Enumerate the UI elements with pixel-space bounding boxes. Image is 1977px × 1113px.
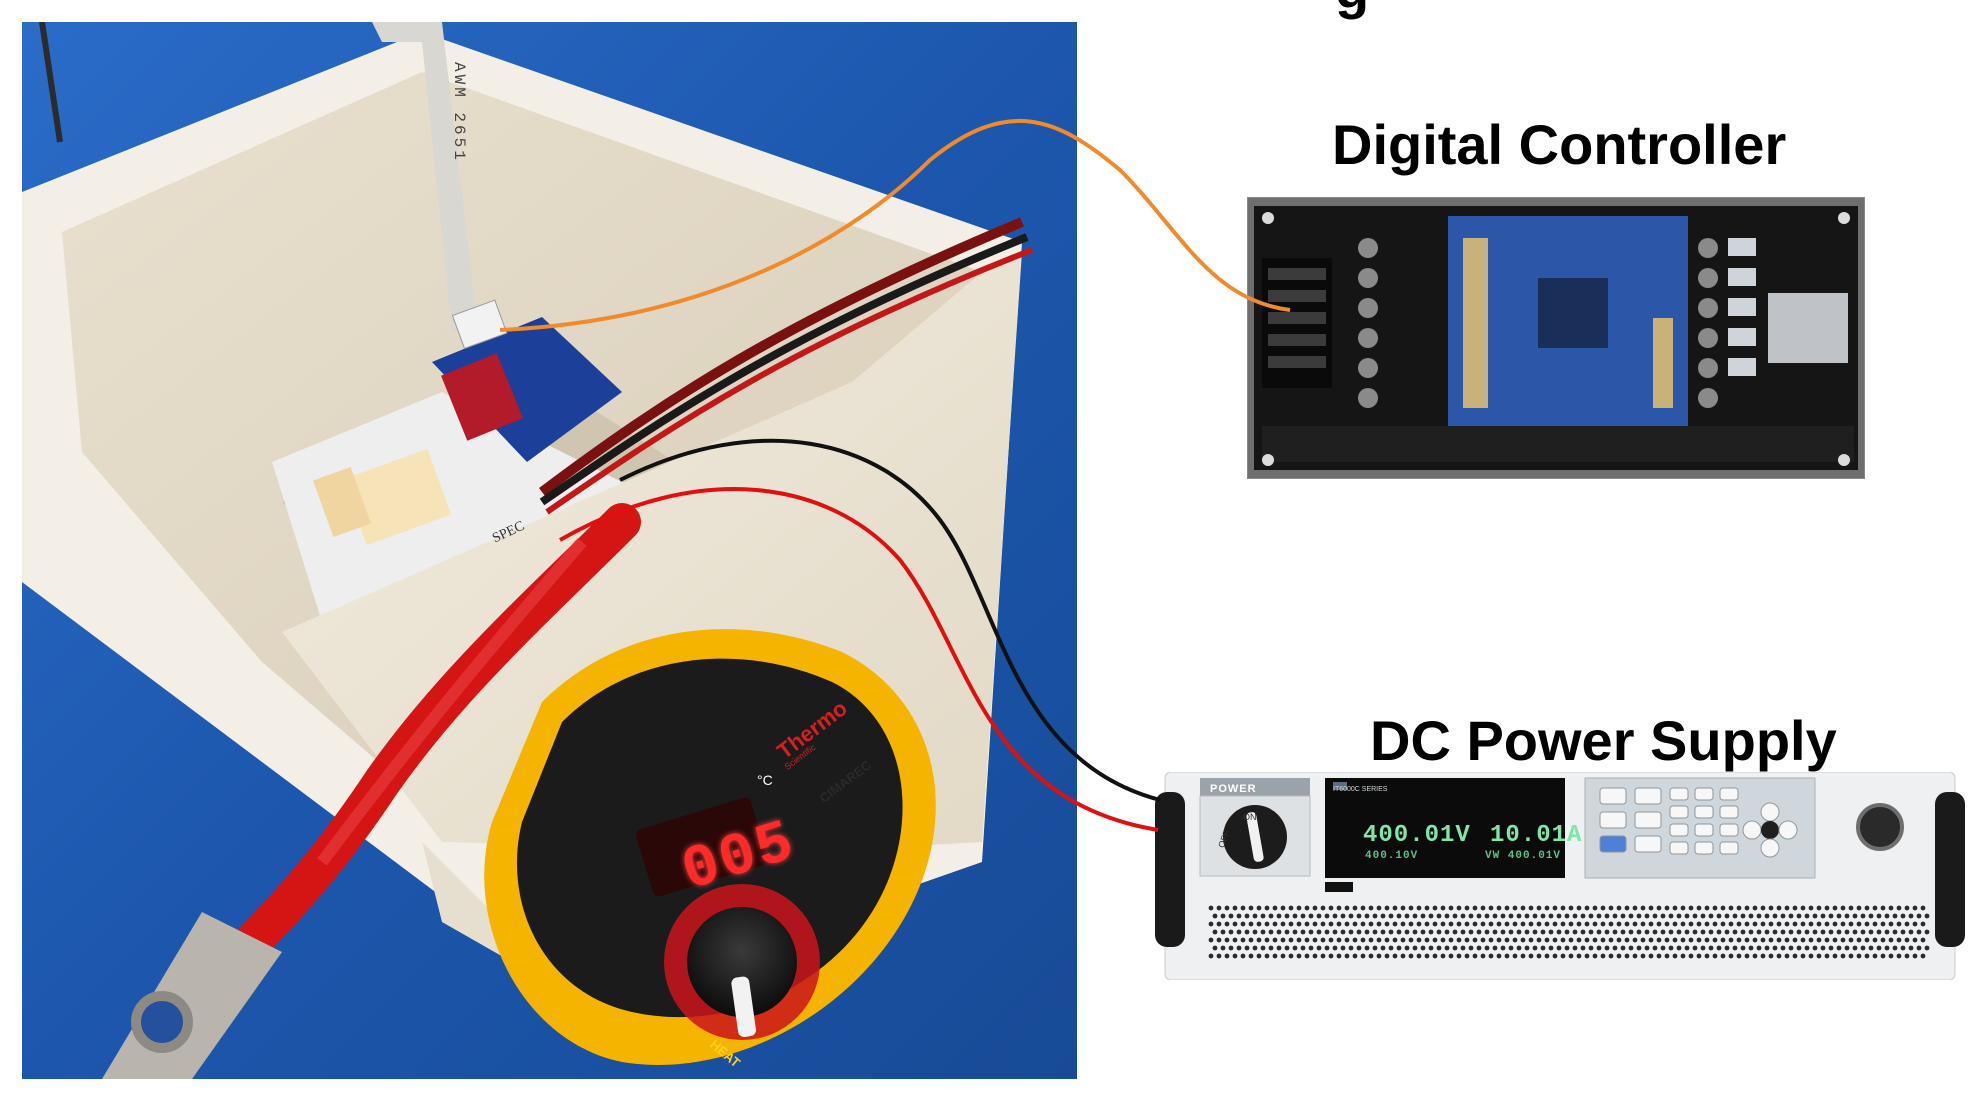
- sensor-pcb: [432, 317, 622, 462]
- psu-switch-on-label: ON: [1243, 812, 1257, 822]
- psu-model-text: IT6000C SERIES: [1333, 786, 1388, 793]
- left-rack-handle: [1155, 792, 1185, 947]
- hotplate-unit-label: °C: [757, 772, 773, 788]
- dc-power-supply: POWER ON OFF IT6000C SERIES 400.01V 10.0…: [1155, 771, 1965, 981]
- test-setup-illustration: [22, 22, 1077, 1079]
- psu-current-readout: 10.01A: [1490, 822, 1583, 849]
- psu-rotary-knob[interactable]: [1856, 803, 1904, 851]
- psu-voltage-readout: 400.01V: [1363, 822, 1471, 849]
- psu-power-label: POWER: [1210, 783, 1257, 795]
- right-rack-handle: [1935, 792, 1965, 947]
- psu-illustration: [1155, 771, 1965, 981]
- ring-lug: [102, 912, 282, 1079]
- psu-voltage-setpoint: 400.10V: [1365, 850, 1419, 862]
- psu-current-setpoint: VW 400.01V: [1485, 850, 1562, 862]
- cropped-top-title: g: [1335, 0, 1369, 21]
- digital-controller-title: Digital Controller: [1332, 113, 1787, 176]
- ribbon-cable: [372, 22, 477, 332]
- psu-vent-grille: [1205, 902, 1930, 962]
- dc-power-supply-title: DC Power Supply: [1370, 709, 1837, 772]
- psu-display: [1325, 778, 1565, 878]
- psu-navigation-keys[interactable]: [1742, 802, 1798, 858]
- test-setup-photo: 005 °C Thermo Scientific CIMAREC HEAT AW…: [22, 22, 1077, 1079]
- digital-controller-board: [1247, 197, 1865, 479]
- ribbon-cable-text: AWM 2651: [450, 62, 468, 163]
- controller-board-illustration: [1254, 206, 1858, 470]
